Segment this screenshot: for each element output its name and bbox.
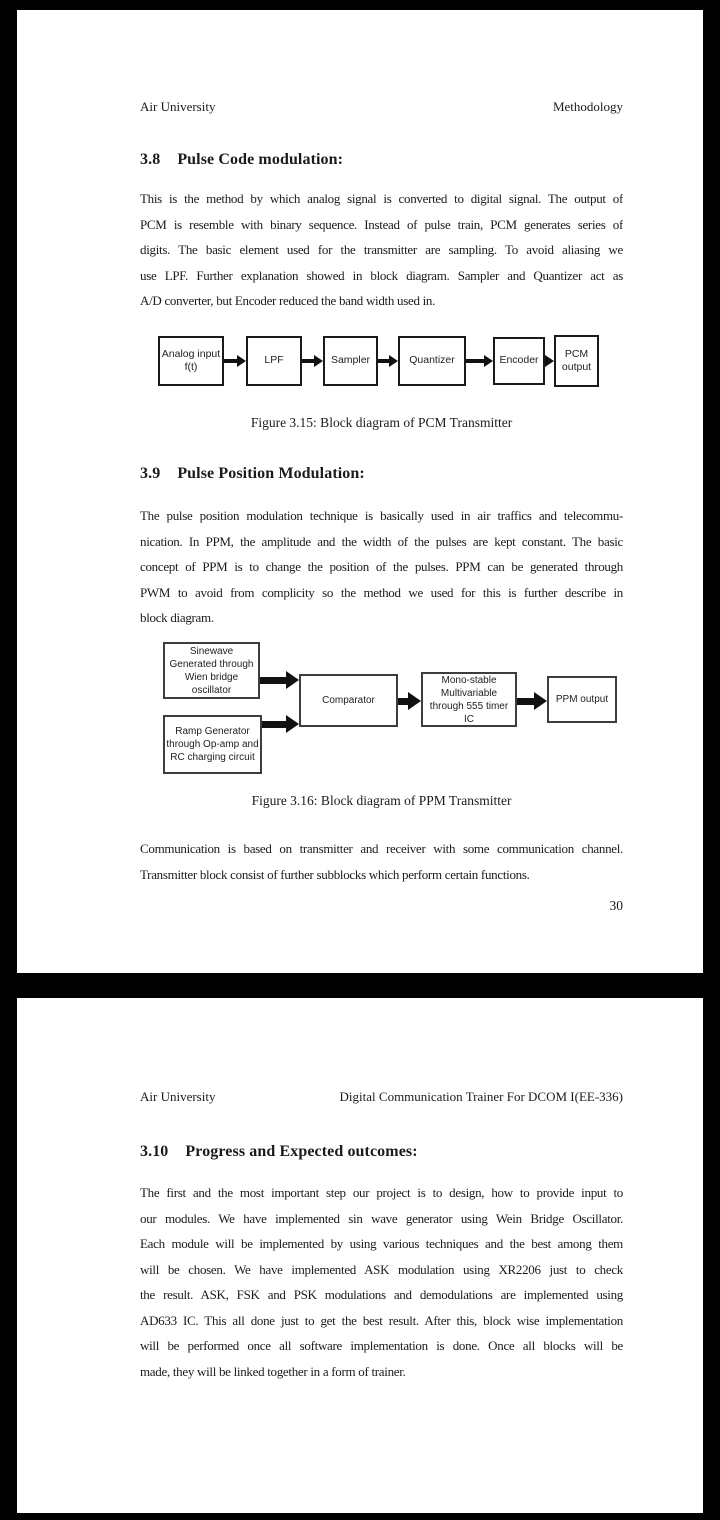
ppm-block-ramp-input: Ramp Generator through Op-amp and RC cha… (163, 715, 262, 774)
header-right: Digital Communication Trainer For DCOM I… (339, 1089, 623, 1104)
section-title: Pulse Position Modulation: (177, 465, 365, 482)
section-title: Pulse Code modulation: (177, 151, 344, 168)
text-line: A/D converter, but Encoder reduced the b… (140, 293, 436, 308)
pcm-arrow-1 (224, 354, 246, 368)
figure-3-16-caption: Figure 3.16: Block diagram of PPM Transm… (251, 793, 512, 808)
document-page-31: Air University Digital Communication Tra… (17, 998, 703, 1513)
ppm-arrow-sinewave (260, 671, 299, 689)
pcm-block-analog-input: Analog input f(t) (158, 336, 224, 386)
section-3-9-paragraph: The pulse position modulation technique … (140, 503, 623, 631)
text-line: This is the method by which analog signa… (140, 191, 623, 206)
text-line: The first and the most important step ou… (140, 1185, 623, 1200)
section-3-9-heading: 3.9 Pulse Position Modulation: (140, 465, 365, 483)
section-3-10-heading: 3.10 Progress and Expected outcomes: (140, 1143, 418, 1161)
pcm-arrow-2 (302, 354, 323, 368)
text-line: AD633 IC. This all done just to get the … (140, 1312, 623, 1328)
section-title: Progress and Expected outcomes: (185, 1143, 418, 1160)
text-line: block diagram. (140, 610, 214, 625)
ppm-block-monostable: Mono-stable Multivariable through 555 ti… (421, 672, 517, 727)
text-line: concept of PPM is to change the position… (140, 559, 623, 574)
text-line: made, they will be linked together in a … (140, 1363, 406, 1379)
section-3-8-paragraph: This is the method by which analog signa… (140, 186, 623, 314)
text-line: PWM to avoid from complicity so the meth… (140, 584, 623, 600)
text-line: our modules. We have implemented sin wav… (140, 1210, 623, 1226)
section-number: 3.8 (140, 151, 161, 168)
figure-3-15-caption: Figure 3.15: Block diagram of PCM Transm… (250, 415, 513, 430)
header-left: Air University (140, 99, 216, 114)
page-header: Air University Methodology (140, 98, 623, 116)
document-page-30: Air University Methodology 3.8 Pulse Code… (17, 10, 703, 973)
text-line: will be performed once all software impl… (140, 1338, 623, 1353)
text-line: Communication is based on transmitter an… (140, 841, 623, 856)
ppm-block-output: PPM output (547, 676, 617, 723)
text-line: The pulse position modulation technique … (140, 508, 623, 523)
pcm-block-sampler: Sampler (323, 336, 378, 386)
text-line: PCM is resemble with binary sequence. In… (140, 216, 623, 232)
closing-paragraph: Communication is based on transmitter an… (140, 836, 623, 887)
section-3-10-paragraph: The first and the most important step ou… (140, 1180, 623, 1384)
pcm-arrow-3 (378, 354, 398, 368)
text-line: will be chosen. We have implemented ASK … (140, 1261, 623, 1277)
ppm-block-comparator: Comparator (299, 674, 398, 727)
pcm-block-lpf: LPF (246, 336, 302, 386)
pcm-arrow-4 (466, 354, 493, 368)
text-line: digits. The basic element used for the t… (140, 242, 623, 257)
pcm-arrow-5 (545, 354, 554, 368)
text-line: Each module will be implemented by using… (140, 1236, 623, 1251)
ppm-arrow-comparator (398, 692, 421, 710)
text-line: use LPF. Further explanation showed in b… (140, 267, 623, 283)
page-number: 30 (609, 898, 624, 913)
header-right: Methodology (552, 99, 623, 114)
pcm-block-output: PCM output (554, 335, 599, 387)
section-number: 3.10 (140, 1143, 169, 1160)
ppm-arrow-monostable (517, 692, 547, 710)
pcm-block-quantizer: Quantizer (398, 336, 466, 386)
ppm-block-sinewave-input: Sinewave Generated through Wien bridge o… (163, 642, 260, 699)
ppm-arrow-ramp (262, 715, 299, 733)
pcm-block-encoder: Encoder (493, 337, 545, 385)
text-line: the result. ASK, FSK and PSK modulations… (140, 1287, 623, 1302)
section-3-8-heading: 3.8 Pulse Code modulation: (140, 151, 343, 169)
header-left: Air University (140, 1089, 216, 1104)
text-line: nication. In PPM, the amplitude and the … (140, 533, 623, 549)
section-number: 3.9 (140, 465, 161, 482)
page-header: Air University Digital Communication Tra… (140, 1088, 623, 1106)
text-line: Transmitter block consist of further sub… (140, 866, 530, 882)
